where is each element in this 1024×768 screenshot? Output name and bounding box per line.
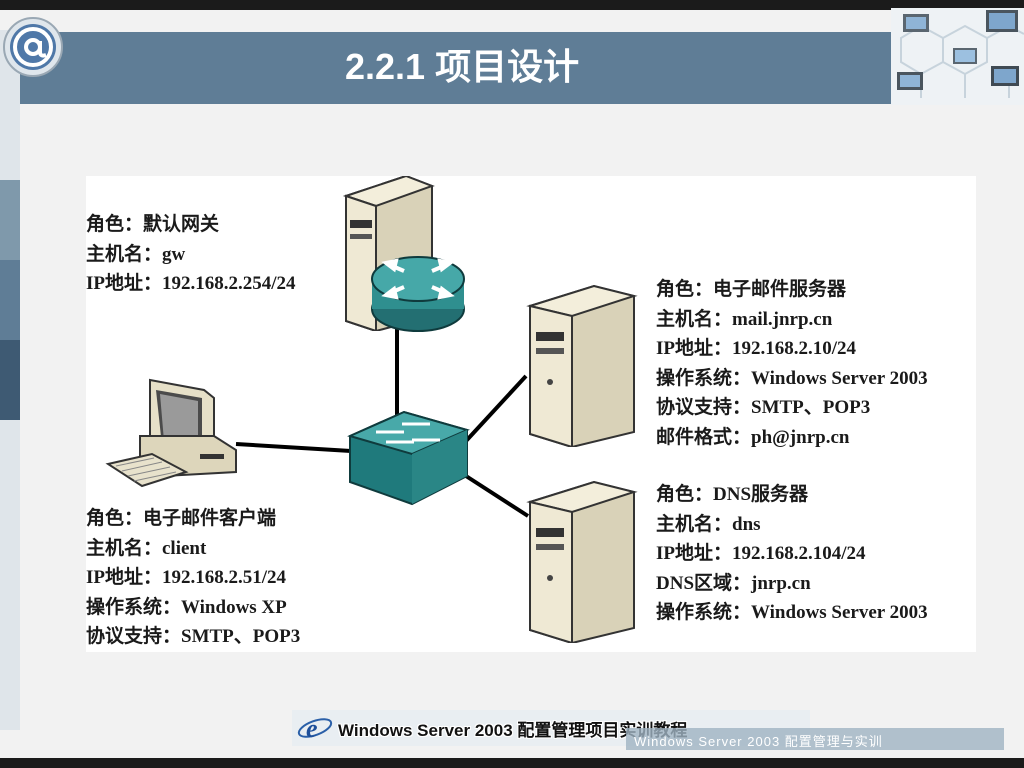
client-ip: IP地址：192.168.2.51/24	[86, 567, 287, 588]
ie-logo-icon: e	[297, 714, 333, 743]
client-info: 角色：电子邮件客户端 主机名：client IP地址：192.168.2.51/…	[86, 504, 300, 652]
mail-hostname: 主机名：mail.jnrp.cn	[656, 308, 833, 330]
client-hostname: 主机名：client	[86, 537, 207, 559]
dns-os: 操作系统：Windows Server 2003	[656, 602, 928, 623]
gateway-info: 角色：默认网关 主机名：gw IP地址：192.168.2.254/24	[86, 210, 296, 299]
switch-icon	[347, 410, 470, 506]
mail-server-info: 角色：电子邮件服务器 主机名：mail.jnrp.cn IP地址：192.168…	[656, 275, 928, 452]
svg-text:e: e	[306, 714, 318, 743]
router-icon	[371, 256, 465, 332]
gateway-hostname: 主机名：gw	[86, 243, 186, 265]
mail-protocols: 协议支持：SMTP、POP3	[656, 397, 871, 418]
client-os: 操作系统：Windows XP	[86, 596, 287, 618]
client-protocols: 协议支持：SMTP、POP3	[86, 626, 301, 647]
footer-course-title: Windows Server 2003 配置管理项目实训教程	[338, 721, 688, 740]
top-edge-bar	[0, 0, 1024, 10]
mail-role: 角色：电子邮件服务器	[656, 279, 847, 300]
gateway-ip: IP地址：192.168.2.254/24	[86, 273, 296, 294]
dns-ip: IP地址：192.168.2.104/24	[656, 543, 866, 564]
at-sign-icon	[3, 17, 63, 77]
mail-ip: IP地址：192.168.2.10/24	[656, 338, 857, 359]
client-computer-icon	[105, 378, 237, 488]
dns-role: 角色：DNS服务器	[656, 484, 809, 505]
footer-ghost-background	[626, 728, 1004, 750]
bottom-edge-bar	[0, 758, 1024, 768]
mail-server-icon	[526, 284, 638, 447]
left-decor-strip	[0, 30, 20, 730]
network-topology-diagram: 角色：默认网关 主机名：gw IP地址：192.168.2.254/24 角色：…	[86, 176, 976, 652]
network-computers-icon	[891, 8, 1024, 105]
mail-format: 邮件格式：ph@jnrp.cn	[656, 426, 850, 448]
dns-hostname: 主机名：dns	[656, 513, 761, 535]
mail-os: 操作系统：Windows Server 2003	[656, 367, 928, 389]
gateway-role: 角色：默认网关	[86, 214, 220, 235]
dns-server-icon	[526, 480, 638, 643]
title-bar: 2.2.1 项目设计	[20, 32, 891, 104]
footer-ghost-text: Windows Server 2003 配置管理与实训	[634, 734, 883, 749]
dns-zone: DNS区域：jnrp.cn	[656, 572, 811, 594]
dns-server-info: 角色：DNS服务器 主机名：dns IP地址：192.168.2.104/24 …	[656, 480, 928, 628]
slide-title: 2.2.1 项目设计	[345, 46, 580, 87]
client-role: 角色：电子邮件客户端	[86, 508, 277, 529]
